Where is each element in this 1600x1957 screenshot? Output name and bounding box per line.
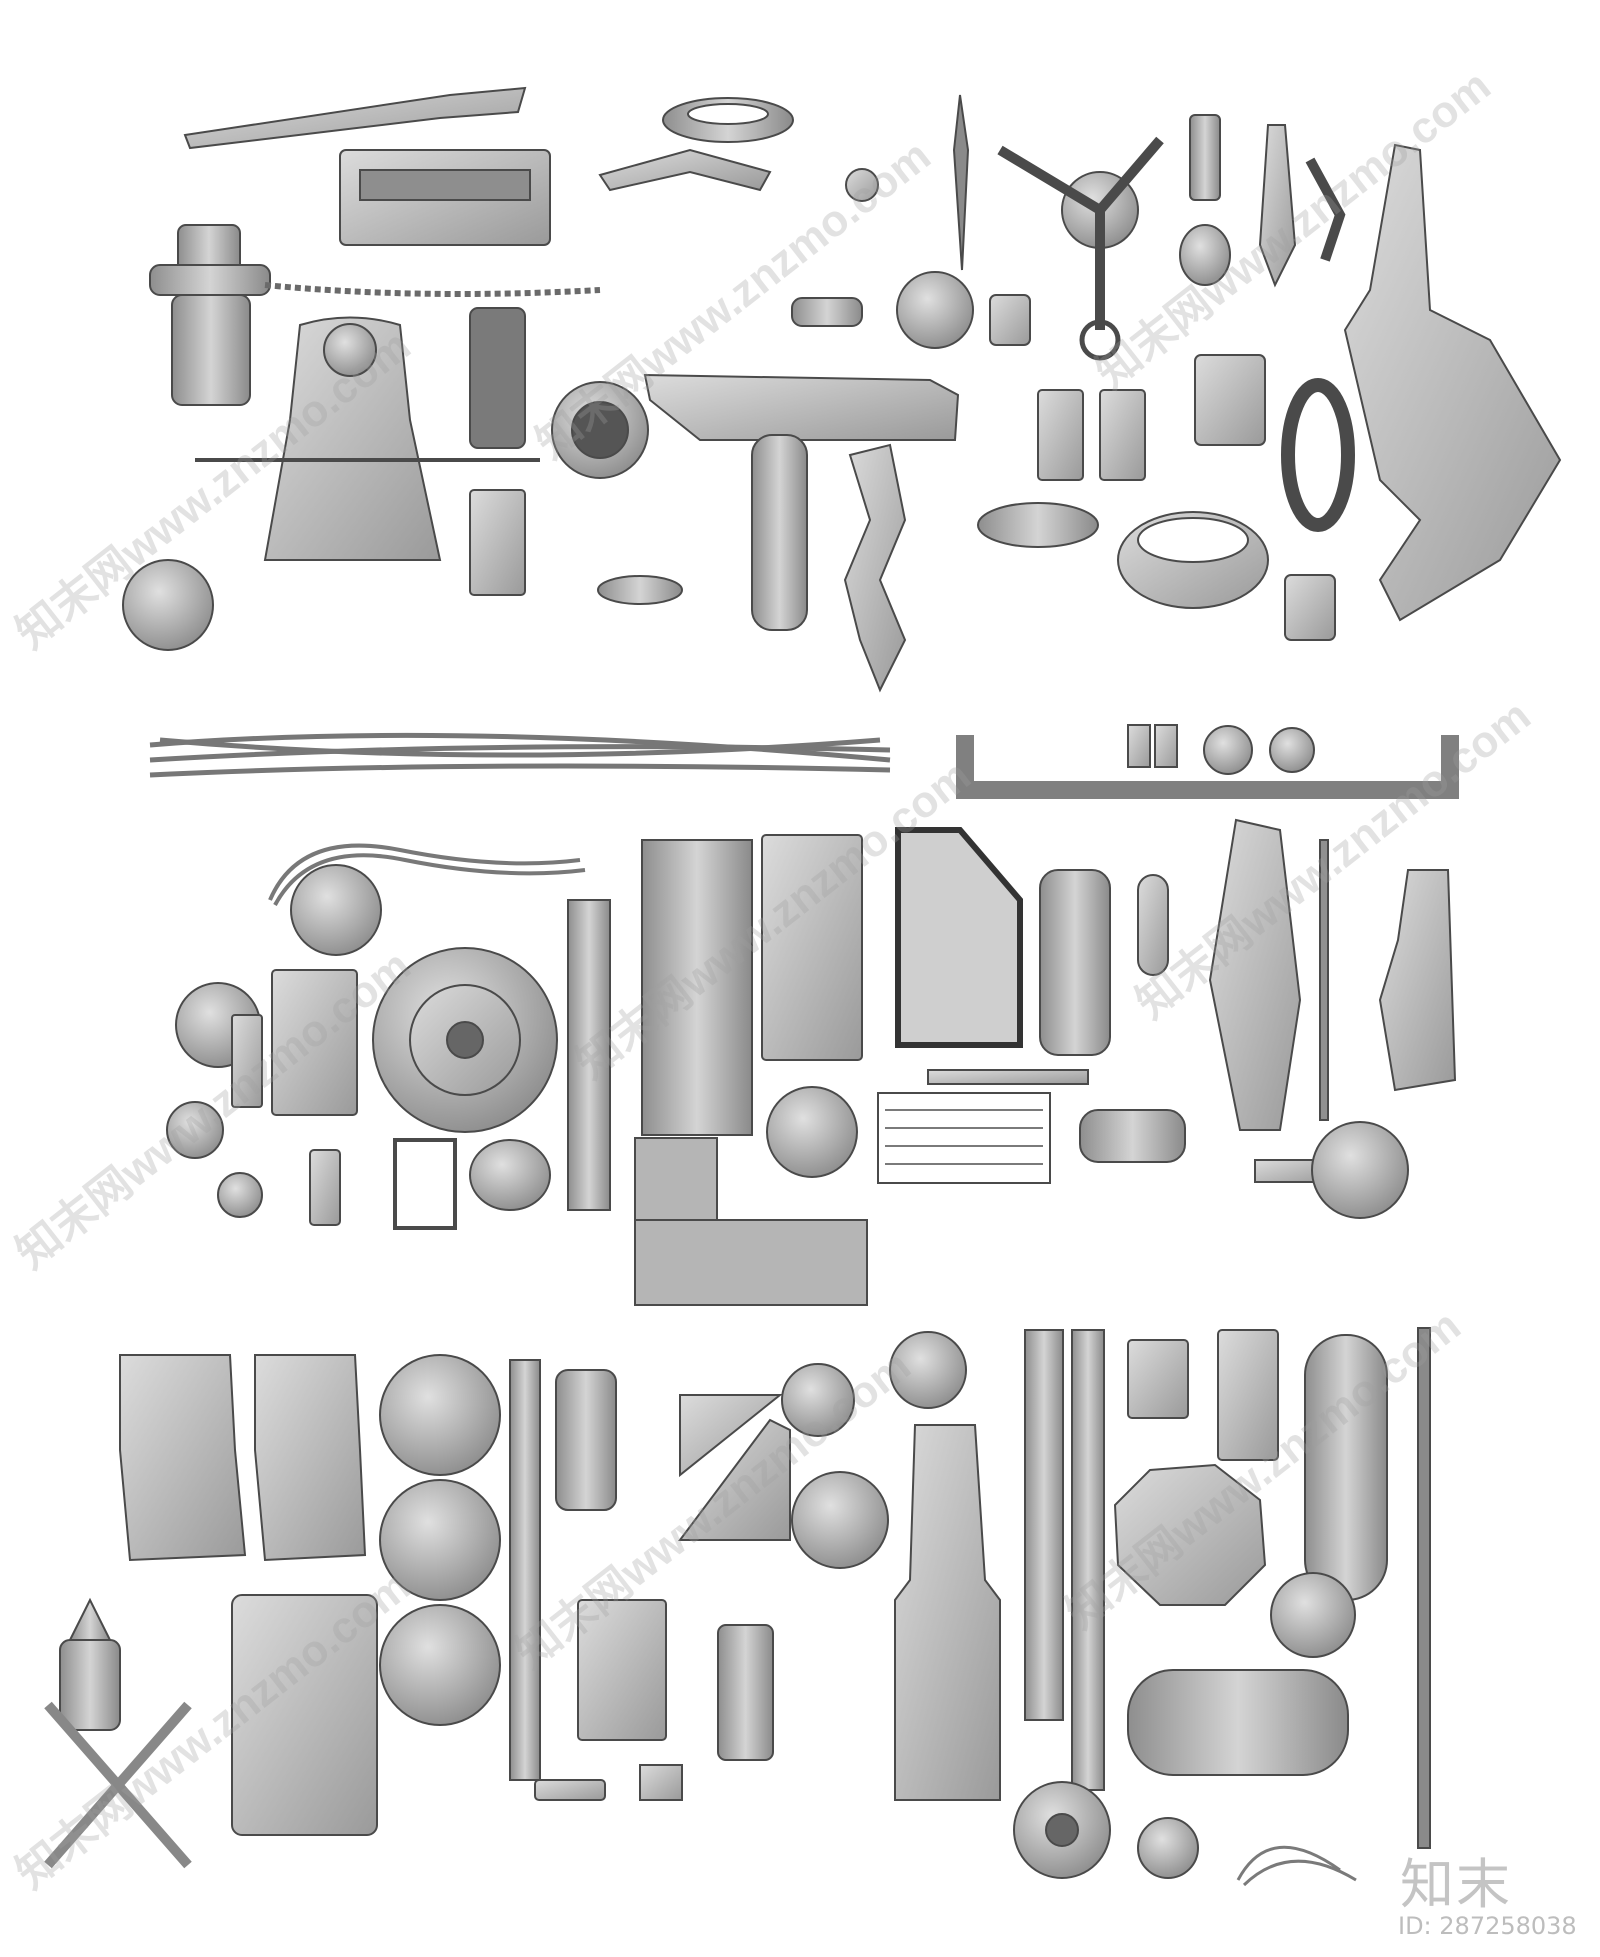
cog-wheel-part — [1269, 727, 1315, 773]
small-spool-part — [1179, 114, 1231, 286]
tall-rail-center — [641, 839, 753, 1136]
cage-ring-opening — [1137, 517, 1249, 563]
thin-pole-part — [1319, 839, 1329, 1121]
long-barrel-part — [643, 373, 960, 441]
tall-rail-left — [567, 899, 611, 1211]
wire-tuft-part — [1236, 1845, 1357, 1887]
pulley-part — [166, 1101, 224, 1159]
small-clip-left — [1127, 724, 1151, 768]
cylinder-capsule-part — [555, 1369, 617, 1511]
grille-capsule-part — [1137, 874, 1169, 976]
slot-panel-part — [271, 969, 358, 1116]
slot-plate-part — [577, 1599, 667, 1741]
wire-frame-part — [393, 1138, 457, 1230]
robot-leg-part — [843, 443, 907, 693]
bracket-tall-part — [1127, 1339, 1189, 1419]
fan-hub-inner — [571, 401, 629, 459]
gun-turret-part — [1343, 143, 1562, 622]
thin-gear-part — [845, 168, 879, 202]
hook-piece-part — [1305, 157, 1346, 262]
round-hatch-part — [766, 1086, 858, 1178]
round-disc-part — [122, 559, 214, 651]
top-parts-group — [122, 86, 1562, 693]
tall-bracket-part — [1258, 124, 1297, 288]
ribbed-track-part — [717, 1624, 774, 1761]
large-turbine-disc-part — [372, 947, 558, 1133]
armor-crate-right — [254, 1354, 367, 1562]
vent-grate-part — [877, 1092, 1051, 1184]
armored-box-slot — [359, 169, 531, 201]
tall-cylinder-part — [751, 434, 808, 631]
power-armor-part — [894, 1424, 1001, 1801]
dome-disc-part — [1270, 1572, 1356, 1658]
cable-bundle-part — [149, 732, 891, 778]
round-pod-stack-part — [379, 1354, 501, 1726]
small-box-part — [1284, 574, 1336, 641]
barrel-drum-part — [1127, 1669, 1349, 1776]
tile-grid-small — [634, 1137, 718, 1221]
stack-rail-part — [509, 1359, 541, 1781]
brand-logo: 知末 — [1400, 1853, 1512, 1916]
capsule-pod-part — [1304, 1334, 1388, 1601]
grate-lines — [885, 1109, 1043, 1165]
small-plate-bottom — [639, 1764, 683, 1801]
spiked-fan-center — [1045, 1813, 1079, 1847]
nozzle-cone-part — [59, 1597, 121, 1731]
panel-box-part — [469, 489, 526, 596]
heavy-block-part — [1208, 818, 1302, 1131]
round-vent-part — [1203, 725, 1253, 775]
thin-rod-part — [1417, 1327, 1431, 1849]
tile-grid-large — [634, 1219, 868, 1306]
cross-x-part — [44, 1701, 192, 1869]
valve-disc-part — [1254, 1121, 1409, 1219]
tire-flat-part — [977, 502, 1099, 548]
chain-part — [264, 282, 601, 297]
pipe-rail-part — [956, 735, 1459, 799]
armor-crate-left — [119, 1354, 247, 1562]
middle-parts-group — [149, 724, 1459, 1306]
dark-frame-part — [469, 307, 526, 449]
stacked-box-part — [231, 1594, 378, 1836]
flat-ring-part — [597, 575, 683, 605]
padded-cushion-part — [1039, 869, 1111, 1056]
spine-ornament-part — [952, 94, 970, 271]
round-lid-part — [290, 864, 382, 956]
framed-plate-part — [1217, 1329, 1279, 1461]
pulley-small-part — [217, 1172, 263, 1218]
long-strip-left — [1024, 1329, 1064, 1721]
hose-nozzle-part — [791, 271, 1031, 349]
motor-part — [1079, 1109, 1186, 1163]
triangle-plate-part — [679, 1394, 783, 1478]
bracket-pair-right — [1099, 389, 1146, 481]
bracket-pair-left — [1037, 389, 1084, 481]
tire-ring-hole — [687, 103, 769, 125]
crumpled-panel-part — [761, 834, 863, 1061]
round-hub-part — [791, 1471, 889, 1569]
tower-bracket-part — [195, 316, 540, 561]
octagon-hatch-part — [1113, 1463, 1267, 1606]
round-cap-part — [889, 1331, 967, 1409]
clamp-block-part — [1194, 354, 1266, 446]
bottom-parts-group — [44, 1327, 1431, 1887]
torso-armor-part — [1378, 869, 1457, 1092]
vertical-ring-part — [1281, 378, 1355, 532]
long-tube-part — [927, 1069, 1089, 1085]
small-clip-right — [1154, 724, 1178, 768]
wire-strands-part — [268, 843, 586, 906]
stepped-frame-part — [895, 827, 1023, 1048]
long-strip-right — [1071, 1329, 1105, 1791]
bracket-bottom-part — [534, 1779, 606, 1801]
bent-arm-part — [598, 148, 772, 192]
image-id-label: ID: 287258038 — [1398, 1912, 1577, 1940]
spool-drum-part — [469, 1139, 551, 1211]
small-disc-part — [1137, 1817, 1199, 1879]
curved-blade-part — [183, 86, 527, 150]
triangle-wedge-part — [678, 1418, 791, 1541]
tripod-joint-part — [997, 136, 1164, 361]
fan-ring-part — [781, 1363, 855, 1437]
drum-side-part — [231, 1014, 263, 1108]
cylinder-assembly-part — [149, 224, 271, 406]
small-device-part — [309, 1149, 341, 1226]
